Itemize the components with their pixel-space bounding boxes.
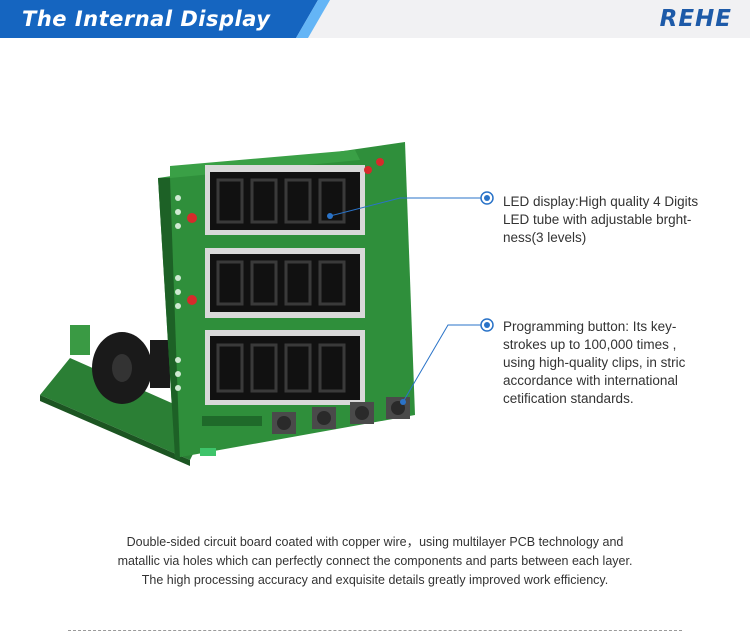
programming-button-callout: Programming button: Its key- strokes up … xyxy=(503,318,733,408)
led-display-callout: LED display:High quality 4 Digits LED tu… xyxy=(503,193,733,247)
caption-line: Double-sided circuit board coated with c… xyxy=(126,535,624,549)
callout-line: LED tube with adjustable brght- xyxy=(503,212,692,227)
caption-line: matallic via holes which can perfectly c… xyxy=(117,554,633,568)
callout-dot-1 xyxy=(480,191,494,205)
callout-line: Programming button: Its key- xyxy=(503,319,677,334)
callout-line: accordance with international xyxy=(503,373,678,388)
callout-line: ness(3 levels) xyxy=(503,230,587,245)
header-bar: The Internal Display REHE xyxy=(0,0,750,38)
callout-line: LED display:High quality 4 Digits xyxy=(503,194,699,209)
callout-line: cetification standards. xyxy=(503,391,634,406)
caption-line: The high processing accuracy and exquisi… xyxy=(141,573,609,587)
description-caption: Double-sided circuit board coated with c… xyxy=(60,533,690,590)
title-banner xyxy=(0,0,330,38)
callout-dot-2 xyxy=(480,318,494,332)
dashed-divider xyxy=(68,630,682,631)
brand-logo: REHE xyxy=(659,6,732,32)
programming-buttons xyxy=(272,397,410,434)
page-title: The Internal Display xyxy=(22,7,271,31)
callout-line: using high-quality clips, in stric xyxy=(503,355,686,370)
callout-line: strokes up to 100,000 times , xyxy=(503,337,677,352)
pcb-board-image xyxy=(40,142,415,466)
